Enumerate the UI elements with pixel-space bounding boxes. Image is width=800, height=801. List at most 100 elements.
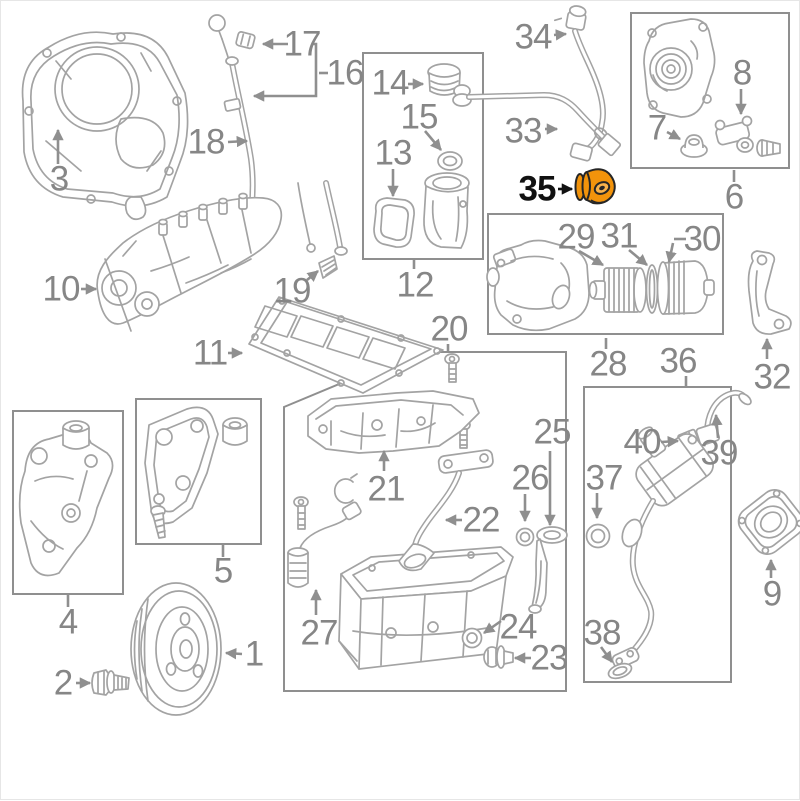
- pan-bolt-c-part: [293, 496, 309, 530]
- breather-hose-upper-part: [553, 5, 606, 162]
- callout-7-leader: [666, 129, 682, 141]
- drain-plug-part: [483, 645, 514, 669]
- callout-33-label: 33: [505, 112, 542, 151]
- callout-19-leader: [306, 269, 319, 282]
- crank-pulley-part: [130, 582, 222, 716]
- callout-5-label: 5: [214, 552, 232, 591]
- callouts-layer: 1234567891011121314151617181920212223242…: [43, 18, 792, 703]
- hose-oring-part: [607, 662, 633, 680]
- callout-20-label: 20: [431, 310, 468, 349]
- callout-37-label: 37: [586, 459, 623, 498]
- separator-elbow-hose-part: [695, 389, 752, 446]
- callout-16-leader-1: [252, 42, 318, 102]
- oil-filter-cap-part: [656, 260, 715, 315]
- engine-bracket-part: [144, 406, 248, 539]
- callout-39-label: 39: [701, 434, 738, 473]
- seal-grommet-part: [680, 134, 708, 158]
- mount-bracket-part: [18, 420, 114, 577]
- separator-oring-part: [585, 523, 611, 549]
- callout-7-label: 7: [648, 109, 666, 148]
- callout-8-label: 8: [733, 54, 751, 93]
- callout-1-leader: [224, 647, 243, 660]
- callout-17-label: 17: [284, 25, 321, 64]
- highlighted-part-35: [574, 168, 616, 205]
- valve-cover-gasket-part: [248, 296, 444, 394]
- timing-cover-part: [21, 31, 189, 221]
- callout-24-label: 24: [500, 608, 537, 647]
- callout-28-label: 28: [590, 345, 627, 384]
- callout-38-label: 38: [584, 614, 621, 653]
- callout-1-label: 1: [245, 635, 263, 674]
- callout-22-label: 22: [463, 501, 500, 540]
- callout-34-leader: [553, 29, 568, 41]
- lower-oil-pan-part: [338, 546, 514, 670]
- oil-pan-group-part: [287, 353, 568, 670]
- callout-23-label: 23: [531, 639, 568, 678]
- pan-gasket-oring-part: [461, 627, 483, 649]
- callout-40-leader: [660, 435, 680, 448]
- callout-19-label: 19: [274, 272, 311, 311]
- pan-bolt-a-part: [444, 353, 460, 383]
- callout-9-label: 9: [763, 575, 781, 614]
- callout-26-label: 26: [512, 459, 549, 498]
- callout-39-leader: [711, 413, 723, 439]
- callout-14-label: 14: [372, 64, 409, 103]
- callout-12-label: 12: [397, 266, 434, 305]
- callout-38-leader: [599, 646, 614, 663]
- callout-18-label: 18: [188, 123, 225, 162]
- callout-24-leader: [483, 619, 502, 635]
- rear-crank-seal-part: [737, 489, 800, 555]
- callout-36-label: 36: [660, 342, 697, 381]
- callout-34-label: 34: [515, 18, 552, 57]
- crank-sensor-part: [714, 115, 754, 153]
- callout-35-label-selected: 35: [519, 170, 556, 209]
- callout-16-label: 16: [327, 54, 364, 93]
- callout-32-label: 32: [754, 358, 791, 397]
- callout-30-label: 30: [684, 220, 721, 259]
- callout-3-label: 3: [50, 160, 68, 199]
- oil-separator-group-part: [585, 389, 752, 680]
- callout-30-leader-1: [665, 242, 677, 264]
- oil-filler-group-part: [373, 63, 470, 249]
- callout-27-label: 27: [301, 614, 338, 653]
- callout-4-label: 4: [59, 603, 78, 642]
- callout-31-leader: [628, 249, 648, 266]
- filler-housing-gasket-part: [373, 197, 415, 248]
- callout-15-leader: [424, 130, 442, 151]
- callout-29-label: 29: [558, 218, 595, 257]
- callout-11-label: 11: [193, 334, 227, 373]
- wedge-key-part: [318, 255, 338, 279]
- oil-separator-body-part: [611, 426, 714, 670]
- callout-6-label: 6: [725, 178, 743, 217]
- breather-pipe-part: [452, 84, 622, 157]
- cam-carrier-part: [96, 192, 283, 332]
- callout-21-label: 21: [368, 470, 405, 509]
- oil-pickup-tube-part: [398, 449, 494, 572]
- callout-40-label: 40: [624, 423, 661, 462]
- callout-15-label: 15: [401, 98, 438, 137]
- oil-filler-cap-part: [427, 63, 461, 96]
- filler-tube-seal-part: [515, 527, 535, 547]
- oil-filler-tube-part: [528, 526, 568, 614]
- callout-10-label: 10: [43, 270, 80, 309]
- callout-13-label: 13: [375, 134, 412, 173]
- bracket-bolt-part: [150, 505, 166, 539]
- water-pump-group-part: [643, 18, 781, 158]
- bracket-bushing2-part: [222, 417, 248, 446]
- oil-filler-neck-part: [423, 172, 470, 249]
- pump-bolt-part: [756, 139, 781, 157]
- callout-25-label: 25: [534, 413, 571, 452]
- callout-31-label: 31: [601, 217, 638, 256]
- callout-18-leader: [227, 135, 249, 148]
- pulley-bolt-part: [91, 669, 130, 696]
- support-bracket-part: [747, 250, 792, 335]
- callout-2-label: 2: [54, 664, 72, 703]
- oil-filter-element-part: [588, 267, 647, 313]
- filler-cap-seal-part: [437, 151, 463, 171]
- callout-29-leader: [578, 249, 604, 267]
- oil-level-sensor-part: [287, 501, 362, 588]
- bracket-bushing-part: [62, 420, 90, 450]
- oil-cooler-group-part: [486, 239, 715, 332]
